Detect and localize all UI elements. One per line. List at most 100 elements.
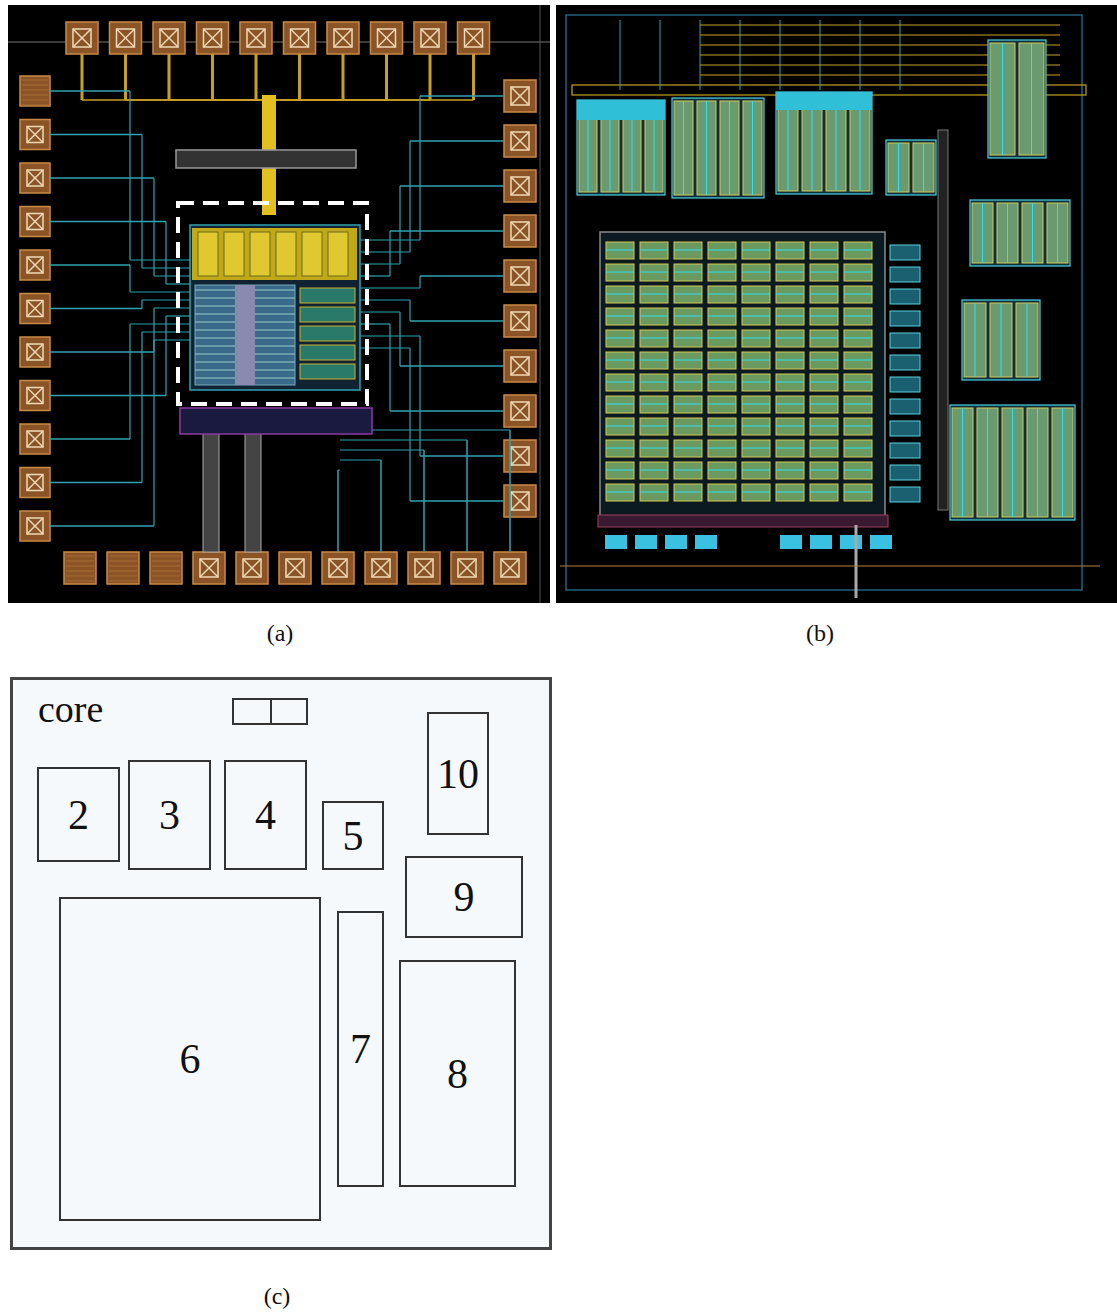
pad-opening	[200, 559, 218, 577]
layout-shape	[129, 324, 130, 439]
layout-shape	[300, 288, 355, 303]
block-number: 4	[255, 794, 276, 836]
array-cell	[640, 308, 668, 325]
bond-pad	[20, 511, 50, 541]
layout-shape	[511, 222, 529, 240]
layout-shape	[844, 294, 872, 295]
layout-shape	[708, 250, 736, 251]
layout-shape	[130, 259, 190, 260]
layout-shape	[640, 250, 668, 251]
layout-shape	[419, 336, 420, 456]
layout-shape	[81, 54, 84, 100]
layout-shape	[697, 101, 716, 195]
array-cell	[708, 308, 736, 325]
array-cell	[606, 440, 634, 457]
layout-shape	[511, 402, 529, 420]
layout-shape	[844, 272, 872, 273]
layout-shape	[153, 340, 154, 526]
array-cell	[674, 418, 702, 435]
layout-shape	[972, 203, 993, 263]
layout-shape	[129, 265, 130, 292]
array-cell	[640, 462, 668, 479]
layout-shape	[372, 559, 390, 577]
layout-shape	[141, 135, 142, 269]
ground-strap	[245, 420, 261, 552]
layout-shape	[606, 316, 634, 317]
bond-pad	[458, 22, 490, 54]
array-cell	[742, 484, 770, 501]
layout-shape	[640, 448, 668, 449]
layout-shape	[990, 303, 1012, 377]
array-cell	[674, 264, 702, 281]
layout-shape	[154, 339, 190, 340]
bottom-rail	[180, 408, 372, 434]
pixel-array	[600, 232, 885, 522]
layout-shape	[458, 559, 476, 577]
array-cell	[674, 308, 702, 325]
layout-shape	[987, 408, 988, 517]
layout-shape	[27, 214, 43, 230]
layout-shape	[160, 29, 178, 47]
layout-shape	[243, 559, 261, 577]
layout-shape	[810, 382, 838, 383]
layout-shape	[73, 29, 91, 47]
bond-pad	[20, 294, 50, 324]
layout-shape	[606, 404, 634, 405]
layout-shape	[844, 316, 872, 317]
array-cell	[674, 286, 702, 303]
layout-shape	[472, 54, 475, 100]
layout-shape	[302, 232, 322, 276]
layout-shape	[606, 250, 634, 251]
array-cell	[742, 286, 770, 303]
pad-opening	[27, 518, 43, 534]
layout-shape	[844, 250, 872, 251]
layout-shape	[776, 272, 804, 273]
layout-shape	[511, 132, 529, 150]
layout-shape	[142, 331, 190, 332]
layout-shape	[708, 448, 736, 449]
layout-shape	[1057, 203, 1058, 263]
bond-pad	[504, 305, 536, 337]
layout-shape	[665, 535, 687, 549]
layout-shape	[511, 132, 529, 150]
array-cell	[776, 308, 804, 325]
bond-pad	[451, 552, 483, 584]
array-cell	[742, 418, 770, 435]
bond-pad	[504, 170, 536, 202]
array-cell	[640, 484, 668, 501]
layout-shape	[141, 332, 142, 483]
pad-opening	[27, 127, 43, 143]
layout-shape	[1027, 303, 1028, 377]
layout-shape	[776, 92, 872, 110]
layout-shape	[22, 95, 48, 96]
layout-shape	[511, 492, 529, 510]
layout-shape	[606, 272, 634, 273]
row-driver	[890, 465, 920, 480]
layout-shape	[640, 492, 668, 493]
core-outline: core2345109678	[10, 677, 552, 1250]
layout-shape	[126, 99, 271, 101]
layout-shape	[291, 29, 309, 47]
layout-shape	[982, 203, 983, 263]
layout-shape	[399, 186, 400, 264]
layout-shape	[117, 29, 135, 47]
pad-opening	[458, 559, 476, 577]
layout-shape	[990, 43, 1015, 155]
layout-shape	[247, 29, 265, 47]
layout-shape	[66, 576, 94, 577]
pad-opening	[334, 29, 352, 47]
layout-shape	[674, 426, 702, 427]
pad-opening	[27, 170, 43, 186]
bond-pad	[66, 22, 98, 54]
array-cell	[776, 264, 804, 281]
pad-opening	[501, 559, 519, 577]
block-number: 7	[350, 1028, 371, 1070]
layout-shape	[606, 492, 634, 493]
layout-shape	[844, 382, 872, 383]
array-cell	[776, 462, 804, 479]
layout-shape	[511, 177, 529, 195]
layout-shape	[27, 127, 43, 143]
layout-shape	[640, 272, 668, 273]
block-number: 8	[447, 1053, 468, 1095]
layout-shape	[511, 87, 529, 105]
